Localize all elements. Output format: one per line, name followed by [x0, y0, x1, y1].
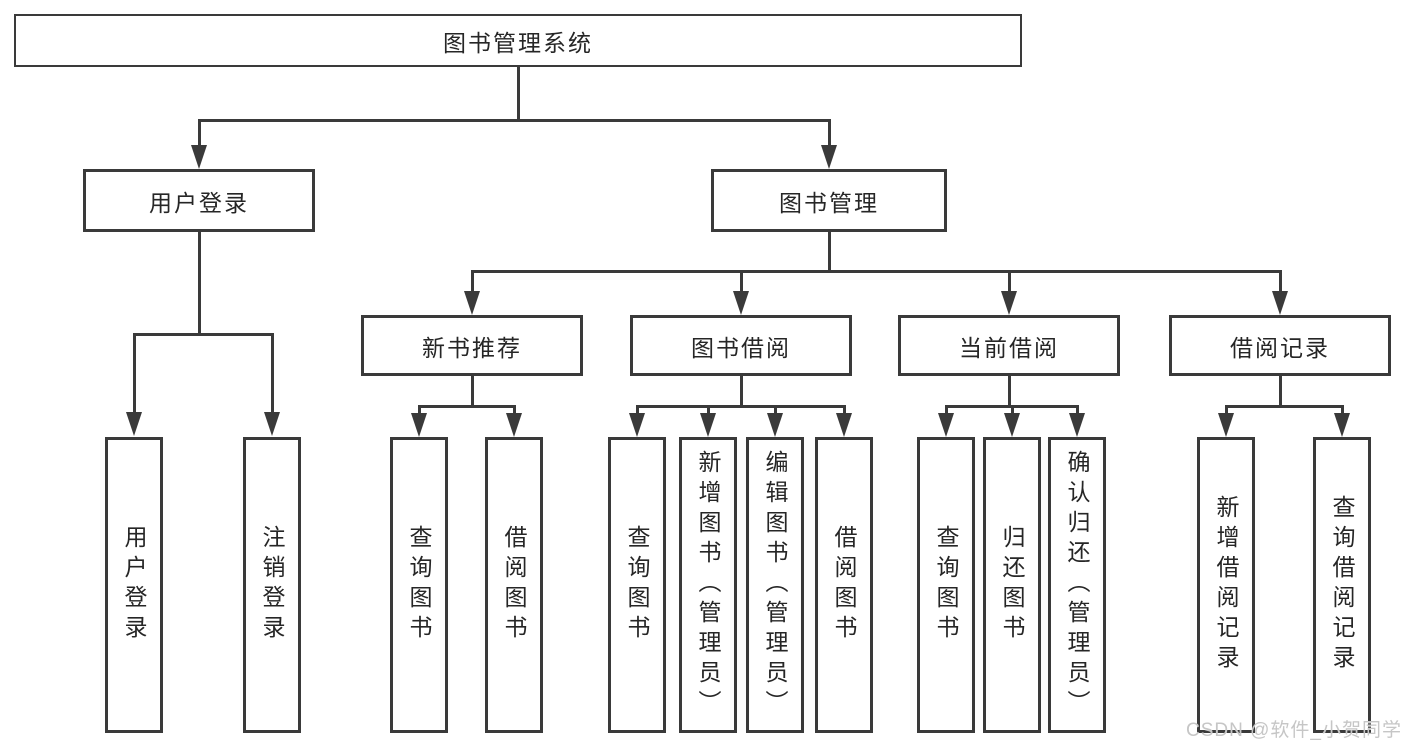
node-label: 确认归还（管理员） [1064, 450, 1090, 720]
node-book-management: 图书管理 [711, 169, 947, 232]
node-label: 图书管理系统 [443, 29, 593, 56]
node-label: 注销登录 [259, 525, 285, 645]
leaf-logout: 注销登录 [243, 437, 301, 733]
connector-stem [1341, 405, 1344, 415]
node-label: 查询图书 [624, 525, 650, 645]
arrowhead-down-icon [126, 412, 142, 436]
connector-borrowing-trunk [740, 376, 743, 408]
leaf-borrow-books-recommend: 借阅图书 [485, 437, 543, 733]
node-label: 当前借阅 [959, 334, 1059, 361]
node-label: 借阅记录 [1230, 334, 1330, 361]
connector-stem [198, 119, 201, 147]
arrowhead-down-icon [700, 413, 716, 437]
leaf-confirm-return-admin: 确认归还（管理员） [1048, 437, 1106, 733]
node-label: 查询借阅记录 [1329, 495, 1355, 675]
node-label: 图书管理 [779, 189, 879, 216]
arrowhead-down-icon [1001, 291, 1017, 315]
arrowhead-down-icon [938, 413, 954, 437]
node-label: 新书推荐 [422, 334, 522, 361]
leaf-borrow-books-borrowing: 借阅图书 [815, 437, 873, 733]
connector-stem [843, 405, 846, 415]
arrowhead-down-icon [264, 412, 280, 436]
connector-stem [471, 270, 474, 291]
arrowhead-down-icon [1004, 413, 1020, 437]
connector-root-bar [198, 119, 831, 122]
leaf-query-books-borrowing: 查询图书 [608, 437, 666, 733]
arrowhead-down-icon [1334, 413, 1350, 437]
node-library-system: 图书管理系统 [14, 14, 1022, 67]
connector-userlogin-bar [133, 333, 274, 336]
node-current-borrowing: 当前借阅 [898, 315, 1120, 376]
connector-stem [418, 405, 421, 415]
node-label: 查询图书 [933, 525, 959, 645]
arrowhead-down-icon [191, 145, 207, 169]
connector-newbook-bar [418, 405, 516, 408]
leaf-query-books-current: 查询图书 [917, 437, 975, 733]
leaf-return-books: 归还图书 [983, 437, 1041, 733]
connector-stem [740, 270, 743, 291]
connector-stem [774, 405, 777, 415]
leaf-query-borrow-record: 查询借阅记录 [1313, 437, 1371, 733]
leaf-user-login: 用户登录 [105, 437, 163, 733]
arrowhead-down-icon [629, 413, 645, 437]
node-label: 新增图书（管理员） [695, 450, 721, 720]
node-new-book-recommend: 新书推荐 [361, 315, 583, 376]
arrowhead-down-icon [1272, 291, 1288, 315]
csdn-watermark: CSDN @软件_小贺同学 [1186, 720, 1402, 741]
connector-stem [1076, 405, 1079, 415]
connector-stem [513, 405, 516, 415]
node-label: 新增借阅记录 [1213, 495, 1239, 675]
arrowhead-down-icon [1218, 413, 1234, 437]
node-label: 用户登录 [149, 189, 249, 216]
connector-stem [1008, 270, 1011, 291]
node-label: 借阅图书 [831, 525, 857, 645]
connector-stem [707, 405, 710, 415]
node-label: 用户登录 [121, 525, 147, 645]
arrowhead-down-icon [506, 413, 522, 437]
node-label: 借阅图书 [501, 525, 527, 645]
node-label: 查询图书 [406, 525, 432, 645]
arrowhead-down-icon [1069, 413, 1085, 437]
connector-userlogin-trunk [198, 232, 201, 336]
connector-borrowing-bar [636, 405, 846, 408]
connector-stem [945, 405, 948, 415]
connector-stem [636, 405, 639, 415]
arrowhead-down-icon [411, 413, 427, 437]
arrowhead-down-icon [733, 291, 749, 315]
arrowhead-down-icon [821, 145, 837, 169]
leaf-add-borrow-record: 新增借阅记录 [1197, 437, 1255, 733]
connector-stem [1279, 270, 1282, 291]
connector-current-trunk [1008, 376, 1011, 408]
leaf-query-books-recommend: 查询图书 [390, 437, 448, 733]
node-borrowing-records: 借阅记录 [1169, 315, 1391, 376]
node-label: 归还图书 [999, 525, 1025, 645]
connector-bookmgmt-trunk [828, 232, 831, 273]
connector-root-trunk [517, 67, 520, 121]
connector-stem [1225, 405, 1228, 415]
arrowhead-down-icon [836, 413, 852, 437]
connector-newbook-trunk [471, 376, 474, 408]
node-label: 图书借阅 [691, 334, 791, 361]
node-user-login: 用户登录 [83, 169, 315, 232]
node-book-borrowing: 图书借阅 [630, 315, 852, 376]
connector-records-trunk [1279, 376, 1282, 408]
node-label: 编辑图书（管理员） [762, 450, 788, 720]
connector-stem [828, 119, 831, 147]
arrowhead-down-icon [464, 291, 480, 315]
connector-stem [1011, 405, 1014, 415]
connector-records-bar [1225, 405, 1344, 408]
arrowhead-down-icon [767, 413, 783, 437]
leaf-add-books-admin: 新增图书（管理员） [679, 437, 737, 733]
connector-stem [133, 333, 136, 413]
connector-bookmgmt-bar [471, 270, 1281, 273]
leaf-edit-books-admin: 编辑图书（管理员） [746, 437, 804, 733]
connector-stem [271, 333, 274, 413]
